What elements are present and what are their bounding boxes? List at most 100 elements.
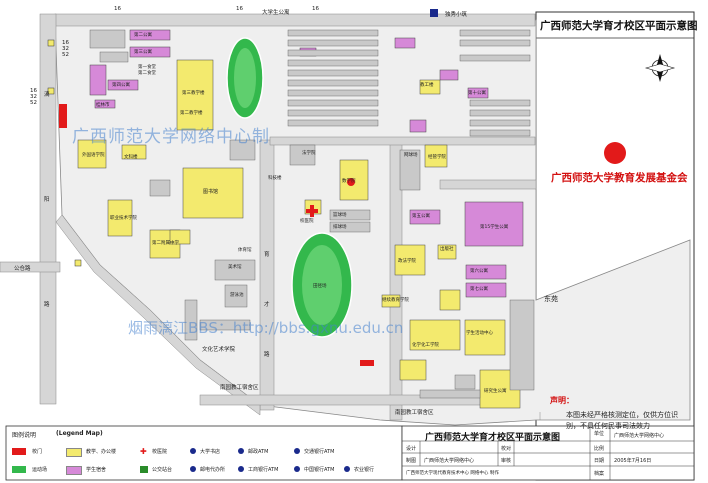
building-label: 网球场 bbox=[404, 153, 418, 158]
legend-label: 校门 bbox=[32, 449, 43, 455]
building-label: 研究生公寓 bbox=[484, 389, 507, 394]
track-field-north-inner bbox=[234, 48, 256, 108]
bus-stop-1 bbox=[47, 39, 55, 47]
residential-blocks bbox=[89, 29, 535, 399]
road-label: 16 bbox=[114, 6, 121, 12]
declaration-title: 声明： bbox=[550, 396, 574, 405]
legend-label: 运动场 bbox=[32, 467, 48, 473]
building-label: 第一食堂 bbox=[138, 65, 156, 70]
building-label: 文科楼 bbox=[124, 155, 138, 160]
road-label: 16 32 52 bbox=[62, 40, 69, 58]
road-label: 16 bbox=[236, 6, 243, 12]
road-label: 路 bbox=[44, 302, 50, 308]
atm-legend-icon bbox=[238, 466, 244, 472]
bus-stop-3 bbox=[74, 259, 82, 267]
road-label: 16 32 52 bbox=[30, 88, 37, 106]
building-label: 第七公寓 bbox=[470, 287, 488, 292]
building-label: 田径场 bbox=[313, 284, 327, 289]
building-label: 第二食堂 bbox=[138, 71, 156, 76]
building-label: 政法学院 bbox=[398, 259, 416, 264]
titleblock-value: 2005年7月16日 bbox=[614, 458, 652, 464]
bus-legend-icon bbox=[140, 466, 148, 473]
legend-swatch-gate bbox=[12, 448, 26, 455]
post-legend-icon bbox=[190, 466, 196, 472]
hospital-legend-icon: ✚ bbox=[140, 447, 147, 456]
building-label: 外国语学院 bbox=[82, 153, 105, 158]
road-label: 公仓路 bbox=[14, 266, 31, 272]
west-gate bbox=[59, 104, 67, 128]
building-label: 职业技术学院 bbox=[110, 216, 137, 221]
building-label: 教工楼 bbox=[420, 83, 434, 88]
titleblock-title: 广西师范大学育才校区平面示意图 bbox=[425, 433, 561, 443]
titleblock-label: 制图 bbox=[406, 458, 417, 464]
building-label: 图书馆 bbox=[203, 189, 219, 195]
legend-label: 工商银行ATM bbox=[248, 467, 279, 473]
building-label: 第五公寓 bbox=[412, 214, 430, 219]
building-label: 继续教育学院 bbox=[382, 298, 409, 303]
legend-swatch-building bbox=[66, 448, 82, 457]
legend-swatch-field bbox=[12, 466, 26, 473]
road-label: 南园教工宿舍区 bbox=[395, 410, 434, 416]
legend-label: 学生宿舍 bbox=[86, 467, 107, 473]
north-arrow-icon bbox=[644, 54, 676, 82]
building-label: 游泳池 bbox=[230, 293, 244, 298]
dormitories bbox=[89, 29, 524, 298]
south-gate bbox=[360, 360, 374, 366]
road-label: 才 bbox=[264, 302, 270, 308]
building-label: 桂林市 bbox=[96, 103, 110, 108]
road-label: 16 bbox=[312, 6, 319, 12]
hall-label: 独秀小筑 bbox=[445, 12, 468, 18]
titleblock-note: 广西师范大学现代教育技术中心 网络中心 制作 bbox=[406, 471, 499, 476]
bank-legend-icon bbox=[344, 466, 350, 472]
bookstore-legend-icon bbox=[190, 448, 196, 454]
foundation-label: 广西师范大学教育发展基金会 bbox=[551, 172, 688, 184]
legend-title: 图例说明 bbox=[12, 432, 37, 439]
legend-label: 教学、办公楼 bbox=[86, 449, 117, 455]
road-label: 南园教工宿舍区 bbox=[220, 385, 259, 391]
building-label: 出版社 bbox=[440, 247, 454, 252]
building-label: 数学院 bbox=[342, 179, 356, 184]
declaration-text: 本图未经严格核测定位，仅供方位识别，不具任何民事司法效力 bbox=[566, 411, 678, 430]
atm-legend-icon bbox=[294, 448, 300, 454]
legend-label: 大学书店 bbox=[200, 449, 221, 455]
building-label: 校医院 bbox=[300, 219, 314, 224]
hospital-cross-v bbox=[310, 205, 314, 217]
building-label: 第三公寓 bbox=[134, 50, 152, 55]
road-label: 漓 bbox=[44, 92, 50, 98]
road-label: 育 bbox=[264, 252, 270, 258]
building-label: 第二附属中学 bbox=[152, 241, 179, 246]
building-label: 美术馆 bbox=[228, 265, 242, 270]
building-label: 体育馆 bbox=[238, 248, 252, 253]
track-field-south-inner bbox=[302, 245, 342, 325]
titleblock-label: 单位 bbox=[594, 431, 605, 437]
building-label: 化学化工学院 bbox=[412, 343, 439, 348]
legend-swatch-dorm bbox=[66, 466, 82, 475]
gongcang-road bbox=[0, 261, 61, 273]
titleblock-label: 设计 bbox=[406, 446, 417, 452]
watermark-bbs: 烟雨漓江BBS：http://bbs.gxnu.edu.cn bbox=[128, 319, 404, 337]
foundation-marker-small bbox=[347, 178, 355, 186]
bus-stop-2 bbox=[47, 87, 55, 95]
building-label: 学生活动中心 bbox=[466, 331, 493, 336]
central-road bbox=[259, 139, 275, 411]
legend-label: 公交站台 bbox=[152, 467, 173, 473]
building-label: 第二公寓 bbox=[134, 33, 152, 38]
building-label: 篮球场 bbox=[333, 213, 347, 218]
foundation-marker bbox=[604, 142, 626, 164]
building-label: 法学院 bbox=[302, 151, 316, 156]
legend-label: 农业银行 bbox=[354, 467, 375, 473]
east-mid-road bbox=[439, 179, 537, 190]
titleblock-label: 日期 bbox=[594, 458, 605, 464]
road-label: 阳 bbox=[44, 197, 50, 203]
teaching-buildings bbox=[77, 59, 521, 409]
titleblock-label: 比例 bbox=[594, 446, 605, 452]
building-label: 第二教学楼 bbox=[180, 111, 203, 116]
north-bus-stop bbox=[430, 9, 438, 17]
legend-label: 交通银行ATM bbox=[304, 449, 335, 455]
titleblock-label: 审核 bbox=[501, 458, 512, 464]
building-label: 第三教学楼 bbox=[182, 91, 205, 96]
road-label: 路 bbox=[264, 352, 270, 358]
mid-road bbox=[269, 136, 536, 146]
bus-stop-label: 大学生公寓 bbox=[262, 10, 290, 16]
